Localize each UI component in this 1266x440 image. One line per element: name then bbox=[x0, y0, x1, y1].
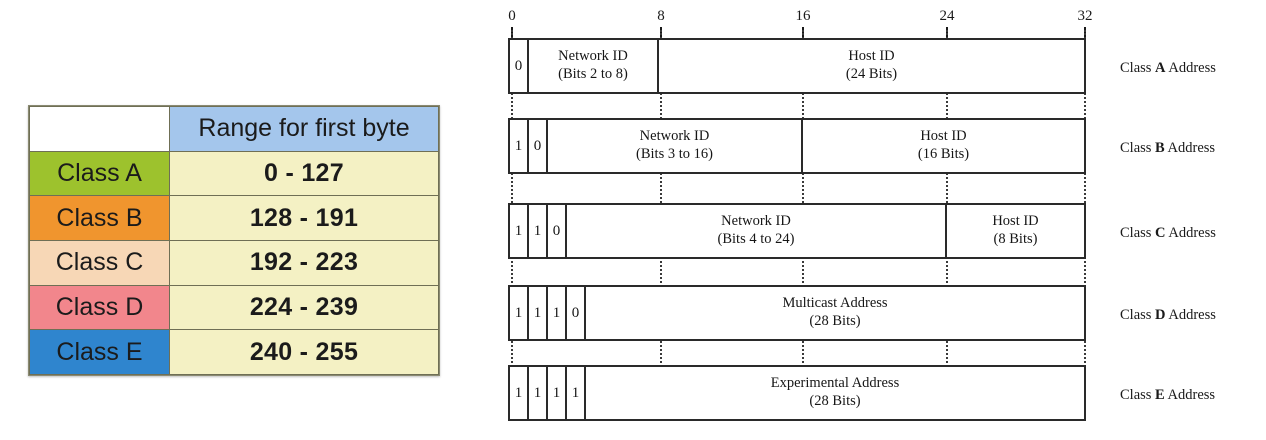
class-e-experimental-field: Experimental Address (28 Bits) bbox=[586, 367, 1084, 419]
class-d-address-label: Class D Address bbox=[1120, 307, 1216, 324]
ruler-tick-label-8: 8 bbox=[657, 8, 665, 24]
class-d-address-row: 1 1 1 0 Multicast Address (28 Bits) bbox=[508, 285, 1086, 341]
ruler-tick-label-16: 16 bbox=[795, 8, 811, 24]
class-b-host-id-bits: (16 Bits) bbox=[917, 146, 970, 162]
class-d-multicast-bits: (28 Bits) bbox=[809, 313, 861, 329]
class-c-network-id-name: Network ID bbox=[721, 213, 791, 230]
class-d-leading-bit-3: 0 bbox=[567, 287, 586, 339]
class-d-label-suffix: Address bbox=[1165, 307, 1216, 323]
class-e-experimental-name: Experimental Address bbox=[770, 375, 900, 392]
class-b-network-id-bits: (Bits 3 to 16) bbox=[636, 146, 713, 162]
class-a-label-prefix: Class bbox=[1120, 60, 1156, 76]
bit-position-ruler: 0 8 16 24 32 bbox=[500, 8, 1100, 38]
ruler-tick-label-0: 0 bbox=[508, 8, 516, 24]
class-c-address-row: 1 1 0 Network ID (Bits 4 to 24) Host ID … bbox=[508, 203, 1086, 259]
class-e-leading-bit-0: 1 bbox=[510, 367, 529, 419]
class-c-host-id-bits: (8 Bits) bbox=[993, 231, 1038, 247]
class-label-d: Class D bbox=[29, 284, 170, 331]
class-label-e: Class E bbox=[29, 329, 170, 375]
class-c-label-letter: C bbox=[1155, 225, 1166, 241]
class-a-address-row: 0 Network ID (Bits 2 to 8) Host ID (24 B… bbox=[508, 38, 1086, 94]
class-d-leading-bit-1: 1 bbox=[529, 287, 548, 339]
class-e-leading-bit-1: 1 bbox=[529, 367, 548, 419]
class-c-address-label: Class C Address bbox=[1120, 225, 1216, 242]
class-a-network-id-field: Network ID (Bits 2 to 8) bbox=[529, 40, 659, 92]
ip-class-range-table: Range for first byte Class A 0 - 127 Cla… bbox=[28, 105, 440, 376]
class-b-leading-bit-0: 1 bbox=[510, 120, 529, 172]
class-range-b: 128 - 191 bbox=[169, 195, 439, 241]
header-range-cell: Range for first byte bbox=[169, 106, 439, 152]
class-a-leading-bit-0: 0 bbox=[510, 40, 529, 92]
class-e-label-suffix: Address bbox=[1164, 387, 1216, 403]
class-c-leading-bit-0: 1 bbox=[510, 205, 529, 257]
table-row: Class E 240 - 255 bbox=[29, 329, 439, 375]
class-d-leading-bit-0: 1 bbox=[510, 287, 529, 339]
class-label-c: Class C bbox=[29, 239, 170, 286]
class-a-network-id-name: Network ID bbox=[558, 48, 628, 65]
class-range-a: 0 - 127 bbox=[169, 150, 439, 197]
class-b-leading-bit-1: 0 bbox=[529, 120, 548, 172]
class-b-network-id-field: Network ID (Bits 3 to 16) bbox=[548, 120, 803, 172]
class-e-experimental-bits: (28 Bits) bbox=[809, 393, 861, 409]
range-table: Range for first byte Class A 0 - 127 Cla… bbox=[29, 106, 439, 375]
class-e-address-label: Class E Address bbox=[1120, 387, 1215, 404]
class-e-leading-bit-3: 1 bbox=[567, 367, 586, 419]
class-a-address-label: Class A Address bbox=[1120, 60, 1216, 77]
class-a-label-letter: A bbox=[1155, 60, 1166, 76]
class-e-label-prefix: Class bbox=[1120, 387, 1156, 403]
class-b-label-suffix: Address bbox=[1164, 140, 1216, 156]
class-a-host-id-field: Host ID (24 Bits) bbox=[659, 40, 1084, 92]
class-c-network-id-bits: (Bits 4 to 24) bbox=[717, 231, 795, 247]
class-label-a: Class A bbox=[29, 150, 170, 197]
class-b-address-row: 1 0 Network ID (Bits 3 to 16) Host ID (1… bbox=[508, 118, 1086, 174]
class-range-e: 240 - 255 bbox=[169, 329, 439, 375]
class-a-label-suffix: Address bbox=[1165, 60, 1216, 76]
header-blank-cell bbox=[29, 106, 170, 152]
class-b-label-letter: B bbox=[1155, 140, 1165, 156]
ruler-tick-label-32: 32 bbox=[1077, 8, 1093, 24]
class-c-leading-bit-2: 0 bbox=[548, 205, 567, 257]
class-e-leading-bit-2: 1 bbox=[548, 367, 567, 419]
class-d-label-prefix: Class bbox=[1120, 307, 1156, 323]
class-c-host-id-name: Host ID bbox=[992, 213, 1039, 230]
class-e-label-letter: E bbox=[1155, 387, 1165, 403]
class-b-host-id-name: Host ID bbox=[920, 128, 967, 145]
class-a-network-id-bits: (Bits 2 to 8) bbox=[558, 66, 628, 82]
class-label-b: Class B bbox=[29, 195, 170, 241]
class-b-address-label: Class B Address bbox=[1120, 140, 1215, 157]
class-c-host-id-field: Host ID (8 Bits) bbox=[947, 205, 1084, 257]
ruler-tick-label-24: 24 bbox=[939, 8, 955, 24]
table-row: Class B 128 - 191 bbox=[29, 195, 439, 241]
class-c-label-suffix: Address bbox=[1165, 225, 1216, 241]
table-header-row: Range for first byte bbox=[29, 106, 439, 152]
class-d-multicast-name: Multicast Address bbox=[782, 295, 888, 312]
class-d-leading-bit-2: 1 bbox=[548, 287, 567, 339]
class-e-address-row: 1 1 1 1 Experimental Address (28 Bits) bbox=[508, 365, 1086, 421]
class-c-leading-bit-1: 1 bbox=[529, 205, 548, 257]
class-b-host-id-field: Host ID (16 Bits) bbox=[803, 120, 1084, 172]
table-row: Class A 0 - 127 bbox=[29, 150, 439, 197]
class-a-host-id-name: Host ID bbox=[848, 48, 895, 65]
class-range-d: 224 - 239 bbox=[169, 284, 439, 331]
table-row: Class D 224 - 239 bbox=[29, 284, 439, 331]
table-row: Class C 192 - 223 bbox=[29, 239, 439, 286]
class-d-label-letter: D bbox=[1155, 307, 1166, 323]
class-c-network-id-field: Network ID (Bits 4 to 24) bbox=[567, 205, 947, 257]
class-a-host-id-bits: (24 Bits) bbox=[845, 66, 898, 82]
class-c-label-prefix: Class bbox=[1120, 225, 1156, 241]
class-b-network-id-name: Network ID bbox=[639, 128, 710, 145]
class-d-multicast-field: Multicast Address (28 Bits) bbox=[586, 287, 1084, 339]
class-range-c: 192 - 223 bbox=[169, 239, 439, 286]
ip-address-class-diagram: 0 8 16 24 32 0 Network ID (Bits 2 to 8) … bbox=[500, 0, 1266, 440]
class-b-label-prefix: Class bbox=[1120, 140, 1156, 156]
